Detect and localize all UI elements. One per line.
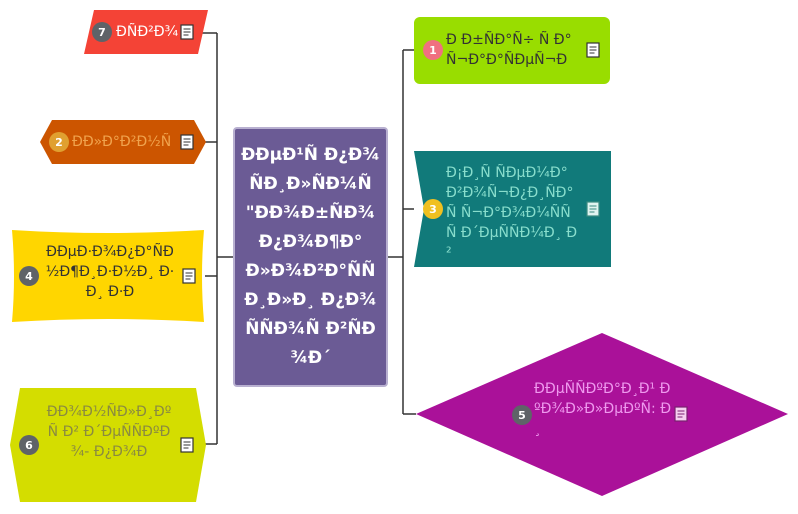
topic-label: ÐÐµÐ·Ð¾Ð¿Ð°ÑÐ½Ð¶Ð¸Ð·Ð½Ð¸ Ð·Ð¸ Ð·Ð (45, 244, 175, 300)
topic-shape (414, 151, 611, 267)
note-icon[interactable] (180, 437, 194, 453)
note-icon[interactable] (586, 201, 600, 217)
topic-label: ÐÐµÑÑÐºÐ°Ð¸Ð¹ ÐºÐ¾Ð»Ð»ÐµÐºÑ: Ð¸ (534, 381, 672, 437)
topic-6[interactable]: 6 ÐÐ¾Ð½ÑÐ»Ð¸ÐºÑ Ð² Ð´ÐµÑÑÐºÐ¾- Ð¿Ð¾Ð (10, 388, 206, 502)
topic-shape (40, 120, 206, 164)
central-topic[interactable]: ÐÐµÐ¹Ñ Ð¿Ð¾ ÑÐ¸Ð»ÑÐ¼Ñ "ÐÐ¾Ð±ÑÐ¾ Ð¿Ð¾Ð¶Ð°… (233, 127, 388, 387)
topic-label: ÐÑÐ²Ð¾ (116, 24, 179, 40)
topic-1[interactable]: 1 Ð Ð±ÑÐ°Ñ÷ Ñ Ð°Ñ¬Ð°Ð°ÑÐµÑ¬Ð (414, 17, 610, 84)
topic-label: ÐÐ¾Ð½ÑÐ»Ð¸ÐºÑ Ð² Ð´ÐµÑÑÐºÐ¾- Ð¿Ð¾Ð (46, 404, 172, 460)
badge-5: 5 (512, 405, 532, 425)
topic-label: ÐÐ»Ð°Ð²Ð½Ñ (72, 134, 172, 150)
note-icon[interactable] (180, 24, 194, 40)
note-icon[interactable] (586, 42, 600, 58)
central-title: ÐÐµÐ¹Ñ Ð¿Ð¾ ÑÐ¸Ð»ÑÐ¼Ñ "ÐÐ¾Ð±ÑÐ¾ Ð¿Ð¾Ð¶Ð°… (241, 145, 380, 368)
topic-label: Ð Ð±ÑÐ°Ñ÷ Ñ Ð°Ñ¬Ð°Ð°ÑÐµÑ¬Ð (446, 32, 572, 68)
topic-2[interactable]: 2 ÐÐ»Ð°Ð²Ð½Ñ (40, 120, 206, 164)
topic-3[interactable]: 3 Ð¡Ð¸Ñ ÑÐµÐ¼Ð° Ð²Ð¾Ñ¬Ð¿Ð¸ÑÐ°Ñ Ñ¬Ð°Ð¾Ð¼Ñ… (414, 151, 611, 267)
badge-1: 1 (423, 40, 443, 60)
note-icon[interactable] (182, 268, 196, 284)
topic-label: Ð¡Ð¸Ñ ÑÐµÐ¼Ð° Ð²Ð¾Ñ¬Ð¿Ð¸ÑÐ°Ñ Ñ¬Ð°Ð¾Ð¼ÑÑ … (446, 165, 578, 261)
badge-7: 7 (92, 22, 112, 42)
topic-shape (84, 10, 208, 54)
topic-4[interactable]: 4 ÐÐµÐ·Ð¾Ð¿Ð°ÑÐ½Ð¶Ð¸Ð·Ð½Ð¸ Ð·Ð¸ Ð·Ð (10, 230, 206, 322)
topic-shape (10, 388, 206, 502)
badge-3: 3 (423, 199, 443, 219)
badge-2: 2 (49, 132, 69, 152)
topic-7[interactable]: 7 ÐÑÐ²Ð¾ (84, 10, 208, 54)
topic-shape (416, 333, 788, 496)
badge-6: 6 (19, 435, 39, 455)
topic-shape (12, 230, 204, 322)
badge-4: 4 (19, 266, 39, 286)
topic-5[interactable]: 5 ÐÐµÑÑÐºÐ°Ð¸Ð¹ ÐºÐ¾Ð»Ð»ÐµÐºÑ: Ð¸ (416, 333, 788, 496)
note-icon[interactable] (674, 406, 688, 422)
note-icon[interactable] (180, 134, 194, 150)
